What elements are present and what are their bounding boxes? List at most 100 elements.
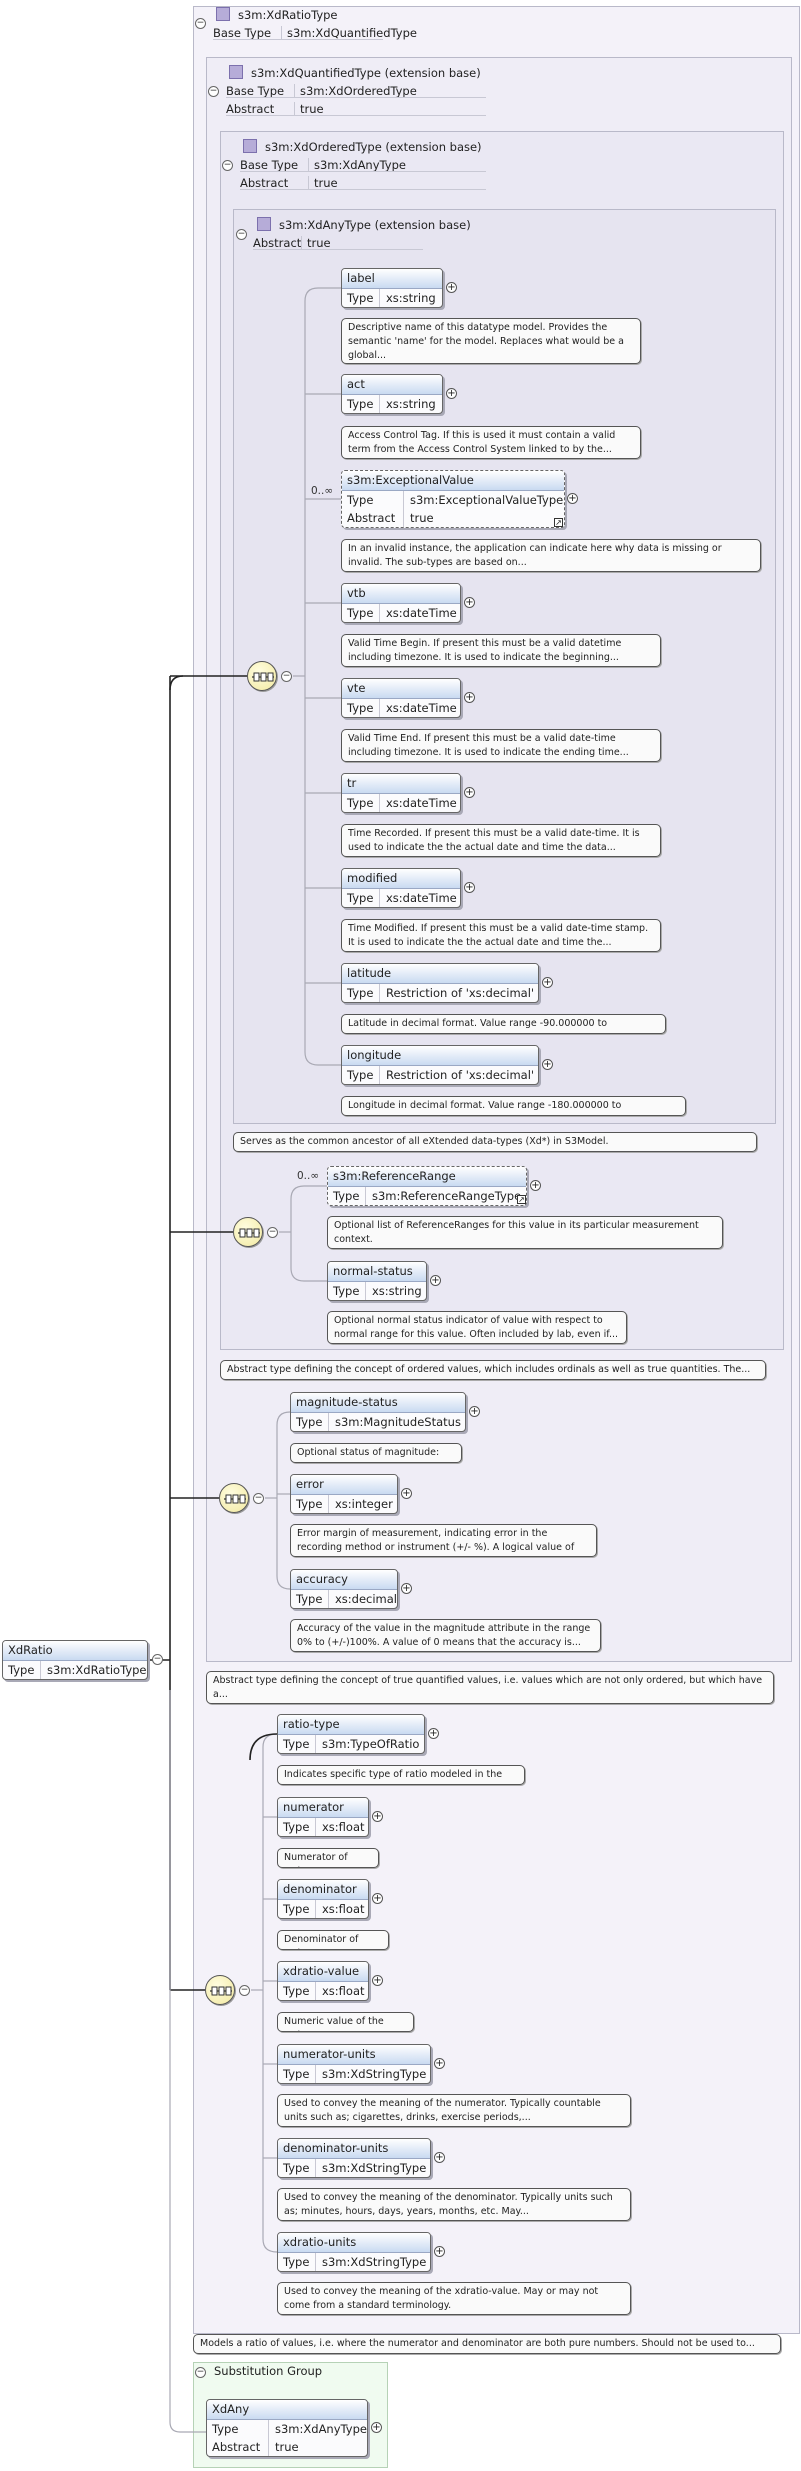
collapse-icon[interactable]: −: [208, 86, 219, 97]
expand-icon[interactable]: +: [542, 977, 553, 988]
expand-icon[interactable]: +: [372, 1893, 383, 1904]
complex-type-icon: [229, 65, 243, 79]
children-bracket: [304, 287, 341, 1066]
collapse-icon[interactable]: −: [222, 160, 233, 171]
expand-icon[interactable]: +: [372, 1811, 383, 1822]
children-bracket: [290, 1185, 327, 1282]
documentation-label: Indicates specific type of ratio modeled…: [277, 1765, 525, 1785]
collapse-icon[interactable]: −: [267, 1227, 278, 1238]
expand-icon[interactable]: +: [464, 787, 475, 798]
documentation-label: Time Recorded. If present this must be a…: [341, 824, 661, 857]
expand-icon[interactable]: +: [446, 282, 457, 293]
property-separator: [240, 171, 486, 172]
property-separator: [253, 249, 423, 250]
sequence-compositor-icon[interactable]: [233, 1217, 263, 1247]
link-arrow-icon[interactable]: ↗: [554, 518, 563, 527]
collapse-icon[interactable]: −: [195, 18, 206, 29]
panel-title: Substitution Group: [214, 2364, 323, 2378]
type-documentation-label: Models a ratio of values, i.e. where the…: [193, 2334, 781, 2354]
type-documentation-label: Abstract type defining the concept of tr…: [206, 1671, 774, 1704]
expand-icon[interactable]: +: [464, 882, 475, 893]
element-type: s3m:XdRatioType: [47, 1663, 147, 1677]
collapse-icon[interactable]: −: [152, 1654, 163, 1665]
documentation-label: In an invalid instance, the application …: [341, 539, 761, 572]
sequence-compositor-icon[interactable]: [205, 1975, 235, 2005]
expand-icon[interactable]: +: [464, 692, 475, 703]
property-separator: [226, 115, 486, 116]
documentation-label: Error margin of measurement, indicating …: [290, 1524, 597, 1557]
substitution-connector: [169, 1690, 206, 2433]
expand-icon[interactable]: +: [567, 493, 578, 504]
sequence-compositor-icon[interactable]: [219, 1483, 249, 1513]
expand-icon[interactable]: +: [371, 2422, 382, 2433]
collapse-icon[interactable]: −: [281, 671, 292, 682]
link-arrow-icon[interactable]: ↗: [517, 1195, 526, 1204]
children-bracket: [262, 1733, 278, 2253]
collapse-icon[interactable]: −: [239, 1985, 250, 1996]
property-separator: [213, 39, 383, 40]
expand-icon[interactable]: +: [446, 388, 457, 399]
documentation-label: Longitude in decimal format. Value range…: [341, 1096, 686, 1116]
documentation-label: Valid Time End. If present this must be …: [341, 729, 661, 762]
first-child-connector: [249, 1733, 278, 1761]
collapse-icon[interactable]: −: [195, 2367, 206, 2378]
collapse-icon[interactable]: −: [236, 229, 247, 240]
expand-icon[interactable]: +: [401, 1488, 412, 1499]
complex-type-icon: [257, 217, 271, 231]
expand-icon[interactable]: +: [430, 1275, 441, 1286]
expand-icon[interactable]: +: [434, 2152, 445, 2163]
collapse-icon[interactable]: −: [253, 1493, 264, 1504]
documentation-label: Used to convey the meaning of the xdrati…: [277, 2282, 631, 2315]
documentation-label: Descriptive name of this datatype model.…: [341, 318, 641, 364]
expand-icon[interactable]: +: [434, 2246, 445, 2257]
expand-icon[interactable]: +: [401, 1583, 412, 1594]
expand-icon[interactable]: +: [469, 1406, 480, 1417]
documentation-label: Used to convey the meaning of the numera…: [277, 2094, 631, 2127]
expand-icon[interactable]: +: [428, 1728, 439, 1739]
documentation-label: Accuracy of the value in the magnitude a…: [290, 1619, 601, 1652]
documentation-label: Numerator of ratio.: [277, 1848, 379, 1868]
documentation-label: Optional status of magnitude:: [290, 1443, 462, 1463]
expand-icon[interactable]: +: [542, 1059, 553, 1070]
expand-icon[interactable]: +: [434, 2058, 445, 2069]
complex-type-icon: [243, 139, 257, 153]
panel-title: s3m:XdOrderedType (extension base): [243, 139, 482, 154]
documentation-label: Valid Time Begin. If present this must b…: [341, 634, 661, 667]
expand-icon[interactable]: +: [464, 597, 475, 608]
documentation-label: Numeric value of the ratio.: [277, 2012, 414, 2032]
type-documentation-label: Abstract type defining the concept of or…: [220, 1360, 766, 1380]
documentation-label: Denominator of ratio.: [277, 1930, 389, 1950]
documentation-label: Optional list of ReferenceRanges for thi…: [327, 1216, 723, 1249]
trunk-corner: [169, 675, 184, 691]
sequence-compositor-icon[interactable]: [247, 661, 277, 691]
expand-icon[interactable]: +: [530, 1180, 541, 1191]
expand-icon[interactable]: +: [372, 1975, 383, 1986]
